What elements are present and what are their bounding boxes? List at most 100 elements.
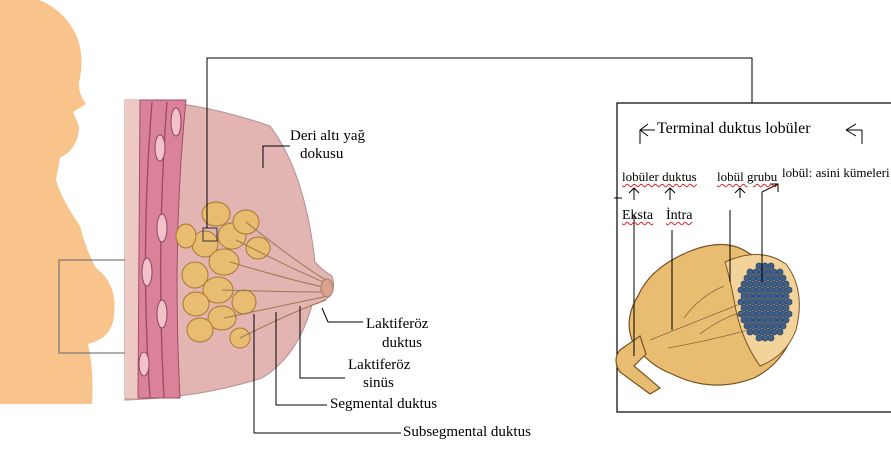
acinus [765,281,771,287]
acinus [744,323,750,329]
acinus [768,335,774,341]
acinus [777,305,783,311]
acinus [777,293,783,299]
acinus [750,311,756,317]
label-tdlu: Terminal duktus lobüler [657,121,811,137]
acinus [768,287,774,293]
acinus [780,287,786,293]
acinus [759,293,765,299]
acinus [756,287,762,293]
acinus [762,287,768,293]
acinus [765,305,771,311]
nipple [321,279,333,297]
acinus [759,317,765,323]
label-subsegmental-duct: Subsegmental duktus [403,425,531,440]
label-segmental-duct: Segmental duktus [330,397,437,412]
acinus [750,323,756,329]
acinus [768,323,774,329]
acinus [753,305,759,311]
label-lactiferous-sinus-line2: sinüs [363,376,394,391]
acinus [762,275,768,281]
acinus [759,305,765,311]
label-subcutaneous-fat-line1: Deri altı yağ [290,129,365,144]
acinus [765,317,771,323]
acinus [768,275,774,281]
label-intra: İntra [666,209,692,223]
label-extra: Eksta [622,209,653,223]
acinus [786,299,792,305]
acinus [750,275,756,281]
acinus [786,287,792,293]
acinus [771,269,777,275]
acinus [774,299,780,305]
acinus [768,311,774,317]
acinus [756,263,762,269]
acinus [777,281,783,287]
acinus [759,329,765,335]
acinus [753,329,759,335]
acinus [762,311,768,317]
acinus [765,293,771,299]
acinus [780,275,786,281]
label-lobule: lobül: asini kümeleri [782,166,890,179]
acinus [783,305,789,311]
acinus [741,305,747,311]
acinus [756,335,762,341]
acinus [774,275,780,281]
acinus [747,269,753,275]
acinus [780,323,786,329]
acinus [765,329,771,335]
acinus [747,305,753,311]
acinus [771,293,777,299]
acinus [777,269,783,275]
label-lactiferous-duct-line1: Laktiferöz [366,317,428,332]
acinus [783,293,789,299]
acinus [756,299,762,305]
label-lactiferous-duct-line2: duktus [382,336,422,351]
label-subcutaneous-fat-line2: dokusu [300,147,343,162]
acinus [753,281,759,287]
acinus [780,299,786,305]
acinus [753,269,759,275]
acinus [783,317,789,323]
acinus [762,299,768,305]
label-lobular-duct: lobüler duktus [622,170,697,183]
acinus [762,323,768,329]
label-lobule-group: lobül grubu [717,170,777,183]
chest-wall [125,100,140,398]
acinus [744,299,750,305]
acinus [753,317,759,323]
acinus [774,323,780,329]
acinus [741,281,747,287]
acinus [744,287,750,293]
acinus [774,311,780,317]
acinus [747,293,753,299]
acinus [771,329,777,335]
acinus [741,317,747,323]
acinus [774,287,780,293]
acinus [777,317,783,323]
acinus [747,281,753,287]
acinus [771,281,777,287]
body-silhouette [0,0,115,404]
acinus [738,287,744,293]
acinus [771,305,777,311]
acinus [777,329,783,335]
acinus [741,293,747,299]
acinus [753,293,759,299]
acinus [762,335,768,341]
label-lactiferous-sinus-line1: Laktiferöz [348,358,410,373]
acinus [786,311,792,317]
acinus [756,311,762,317]
acinus [780,311,786,317]
acinus [768,299,774,305]
acinus [768,263,774,269]
acinus [771,317,777,323]
acinus [750,287,756,293]
acinus [756,323,762,329]
acinus [783,281,789,287]
acinus [747,317,753,323]
acinus [765,269,771,275]
